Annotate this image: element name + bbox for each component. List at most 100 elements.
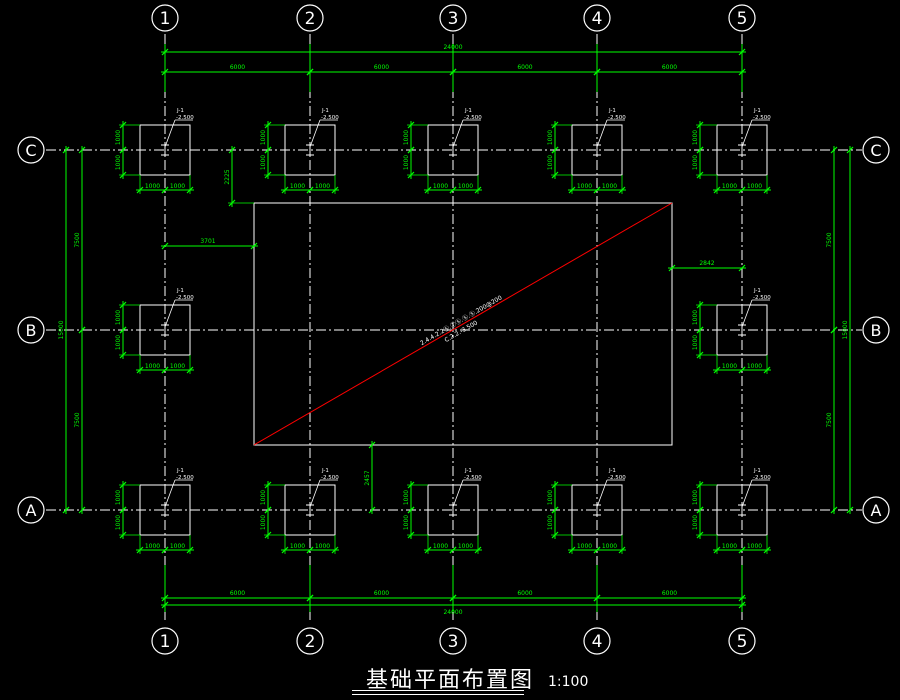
dimension-tick [696, 506, 704, 514]
footing-dim-text: 1000 [692, 310, 699, 325]
footing-dim-text: 1000 [170, 543, 185, 550]
axis-bubble-1-top [151, 4, 179, 32]
footing-dim-text: 1000 [747, 183, 762, 190]
dimension-tick [228, 146, 236, 154]
footing-dim-text: 1000 [577, 183, 592, 190]
axis-bubble-label: A [871, 501, 882, 520]
bay-dim-bottom-text: 6000 [662, 590, 677, 597]
footing-elevation: -2.500 [608, 475, 626, 481]
footing-dim-text: 1000 [315, 543, 330, 550]
footing-elevation: -2.500 [321, 115, 339, 121]
axis-bubble-label: 1 [160, 632, 171, 652]
dimension-tick [119, 146, 127, 154]
axis-bubble-2-top [296, 4, 324, 32]
dimension-tick [830, 326, 838, 334]
offset-dim-bottom-text: 2457 [364, 470, 371, 485]
footing-dim-text: 1000 [170, 363, 185, 370]
footing-tag: J-1 [176, 468, 184, 474]
axis-bubble-label: A [26, 501, 37, 520]
footing-elevation: -2.500 [176, 475, 194, 481]
dimension-tick [78, 506, 86, 514]
bay-dim-bottom-text: 6000 [517, 590, 532, 597]
footing-pad [284, 484, 336, 536]
footing-pad [716, 304, 768, 356]
footing-dim-text: 1000 [722, 543, 737, 550]
footing-tag: J-1 [176, 288, 184, 294]
footing-dim-text: 1000 [547, 155, 554, 170]
axis-bubble-3-top [439, 4, 467, 32]
dimension-tick [449, 186, 457, 194]
footing-dim-text: 1000 [145, 183, 160, 190]
footing-dim-text: 1000 [602, 183, 617, 190]
dimension-tick [551, 146, 559, 154]
footing-dim-text: 1000 [722, 183, 737, 190]
footing-pad [139, 124, 191, 176]
footing-tag: J-1 [753, 468, 761, 474]
footing-dim-text: 1000 [403, 130, 410, 145]
offset-dim-right-text: 2842 [699, 260, 714, 267]
footing-leader [164, 479, 176, 508]
dimension-tick [250, 242, 258, 250]
bay-dim-side-text: 7500 [826, 412, 833, 427]
footing-leader [452, 119, 464, 148]
axis-bubble-label: 5 [737, 632, 748, 652]
footing-tag: J-1 [753, 108, 761, 114]
footing-dim-text: 1000 [747, 543, 762, 550]
title-underline [352, 690, 524, 691]
footing-dim-text: 1000 [692, 130, 699, 145]
axis-bubble-label: 4 [592, 632, 603, 652]
bay-dim-top-text: 6000 [517, 64, 532, 71]
footing-elevation: -2.500 [464, 115, 482, 121]
footing-dim-text: 1000 [433, 543, 448, 550]
footing-dim-text: 1000 [115, 130, 122, 145]
footing-dim-text: 1000 [547, 490, 554, 505]
footing-tag: J-1 [464, 108, 472, 114]
footing-leader [596, 479, 608, 508]
dimension-tick [161, 366, 169, 374]
footing-dim-text: 1000 [547, 130, 554, 145]
dimension-tick [62, 506, 70, 514]
axis-bubble-label: C [870, 141, 881, 160]
dimension-tick [407, 506, 415, 514]
axis-bubble-3-bottom [439, 627, 467, 655]
footing-leader [741, 119, 753, 148]
footing-dim-text: 1000 [115, 310, 122, 325]
overall-dim-side-text: 15000 [842, 320, 849, 339]
footing-pad [427, 124, 479, 176]
axis-bubble-4-bottom [583, 627, 611, 655]
dimension-tick [368, 506, 376, 514]
dimension-tick [264, 506, 272, 514]
offset-dim-left-text: 3701 [200, 238, 215, 245]
footing-pad [427, 484, 479, 536]
dimension-tick [830, 506, 838, 514]
axis-bubble-2-bottom [296, 627, 324, 655]
footing-dim-text: 1000 [577, 543, 592, 550]
footing-elevation: -2.500 [608, 115, 626, 121]
footing-tag: J-1 [321, 108, 329, 114]
footing-dim-text: 1000 [115, 335, 122, 350]
footing-dim-text: 1000 [115, 155, 122, 170]
dimension-tick [161, 546, 169, 554]
footing-dim-text: 1000 [260, 515, 267, 530]
axis-bubble-label: 3 [448, 9, 459, 29]
dimension-tick [551, 506, 559, 514]
dimension-tick [368, 441, 376, 449]
dimension-tick [696, 326, 704, 334]
dimension-tick [846, 506, 854, 514]
footing-pad [284, 124, 336, 176]
bay-dim-side-text: 7500 [74, 412, 81, 427]
footing-dim-text: 1000 [458, 543, 473, 550]
axis-bubble-C-left [17, 136, 45, 164]
axis-bubble-label: 4 [592, 9, 603, 29]
footing-dim-text: 1000 [145, 543, 160, 550]
footing-dim-text: 1000 [260, 130, 267, 145]
footing-tag: J-1 [321, 468, 329, 474]
footing-pad [139, 304, 191, 356]
axis-bubble-C-right [862, 136, 890, 164]
footing-dim-text: 1000 [403, 155, 410, 170]
footing-leader [164, 299, 176, 328]
axis-bubble-label: 2 [305, 632, 316, 652]
footing-dim-text: 1000 [602, 543, 617, 550]
footing-elevation: -2.500 [753, 295, 771, 301]
bay-dim-bottom-text: 6000 [374, 590, 389, 597]
